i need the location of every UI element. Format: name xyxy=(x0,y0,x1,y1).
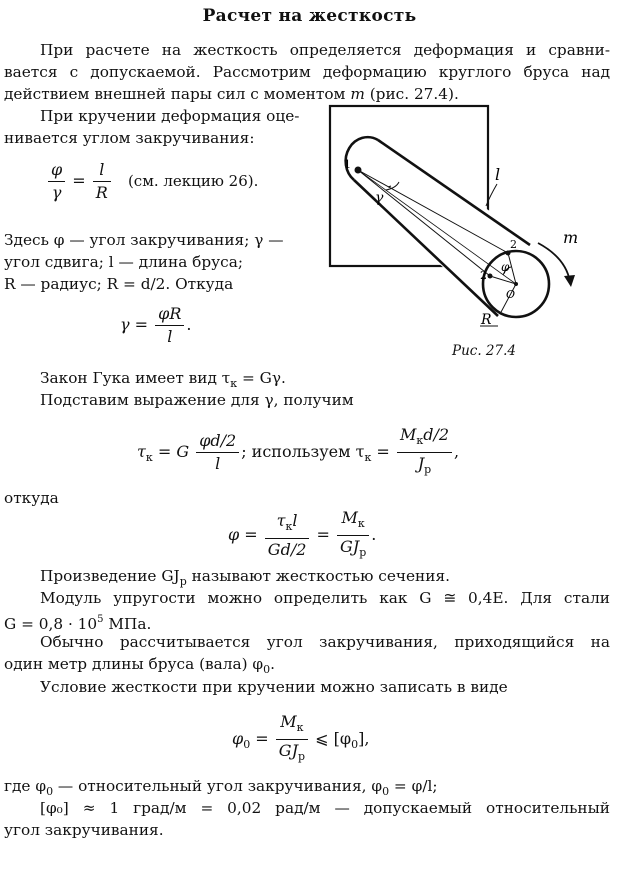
closing-line-2: [φ₀] ≈ 1 град/м = 0,02 рад/м — допускаем… xyxy=(40,799,610,817)
torsion-line-2: нивается углом закручивания: xyxy=(4,129,255,147)
defs-line-2: угол сдвига; l — длина бруса; xyxy=(4,253,244,271)
point-2-upper xyxy=(505,250,511,256)
closing-line-1: где φ0 — относительный угол закручивания… xyxy=(4,777,438,798)
label-point-1: 1 xyxy=(344,158,351,171)
label-point-2-upper: 2 xyxy=(510,238,517,251)
defs-line-1: Здесь φ — угол закручивания; γ — xyxy=(4,231,284,249)
cylinder-fixed-end-arc xyxy=(344,135,379,181)
cylinder-figure: l m 1 2 2 γ φ O R xyxy=(328,104,578,328)
hooke-line-2: Подставим выражение для γ, получим xyxy=(40,391,354,409)
fixed-wall-plate xyxy=(328,104,490,268)
generator-line-undeformed xyxy=(357,169,509,254)
hooke-line-1: Закон Гука имеет вид τк = Gγ. xyxy=(40,369,286,390)
point-1 xyxy=(354,166,362,174)
point-O xyxy=(514,282,518,286)
label-moment: m xyxy=(563,228,578,247)
radius-to-point-2-lower xyxy=(489,275,517,285)
length-leader xyxy=(485,183,498,207)
otkuda-line: откуда xyxy=(4,489,59,507)
condition-line: Условие жесткости при кручении можно зап… xyxy=(40,678,508,696)
label-radius: R xyxy=(480,312,492,328)
moment-arrow-head xyxy=(564,275,575,287)
intro-line-1: При расчете на жесткость определяется де… xyxy=(40,41,610,59)
defs-line-3: R — радиус; R = d/2. Откуда xyxy=(4,275,234,293)
intro-line-3: действием внешней пары сил с моментом m … xyxy=(4,85,459,103)
usually-line-1: Обычно рассчитывается угол закручивания,… xyxy=(40,633,610,651)
cylinder-top-edge xyxy=(377,138,531,247)
page-title: Расчет на жесткость xyxy=(202,6,417,26)
torsion-line-1: При кручении деформация оце- xyxy=(40,107,300,125)
stiffness-line-1: Произведение GJp называют жесткостью сеч… xyxy=(40,567,450,588)
label-O: O xyxy=(506,288,515,301)
radius-to-point-2-upper xyxy=(507,252,517,285)
phi-arc xyxy=(502,266,512,276)
label-gamma: γ xyxy=(375,190,384,206)
usually-line-2: один метр длины бруса (вала) φ0. xyxy=(4,655,276,676)
label-phi: φ xyxy=(501,260,510,274)
radius-line xyxy=(499,283,517,315)
gamma-arc xyxy=(387,185,392,188)
stiffness-line-2: Модуль упругости можно определить как G … xyxy=(40,589,610,607)
stiffness-line-3: G = 0,8 · 105 МПа. xyxy=(4,614,152,633)
axis-line xyxy=(357,169,517,285)
gamma-arc-mark xyxy=(385,181,400,191)
figure-caption: Рис. 27.4 xyxy=(452,343,516,359)
intro-line-2: вается с допускаемой. Рассмотрим деформа… xyxy=(4,63,610,81)
label-point-2-lower: 2 xyxy=(480,269,487,282)
generator-line-deformed xyxy=(357,169,491,277)
point-2-lower xyxy=(487,273,493,279)
cylinder-bottom-edge xyxy=(353,179,499,317)
label-length: l xyxy=(495,165,500,184)
closing-line-3: угол закручивания. xyxy=(4,821,164,839)
